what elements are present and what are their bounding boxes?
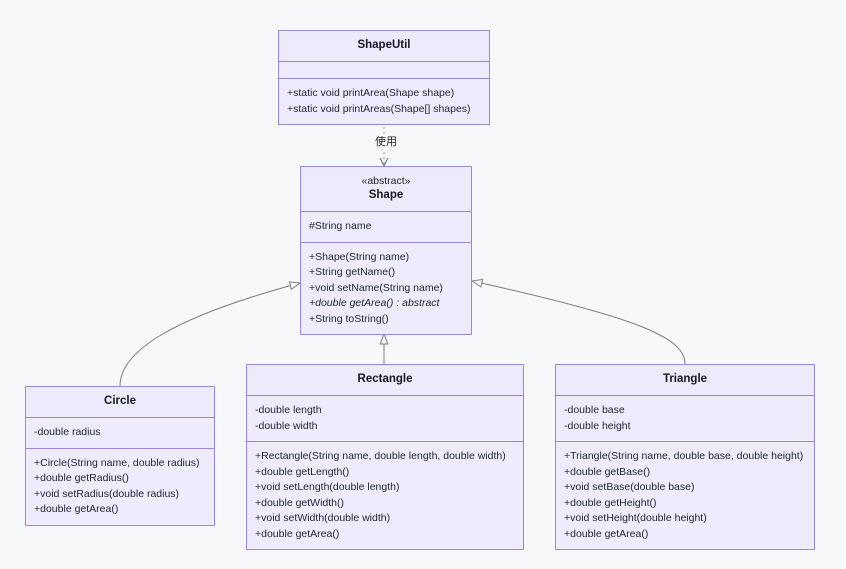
edge-label-dependency: 使用: [372, 135, 400, 149]
class-box-rectangle[interactable]: Rectangle -double length -double width +…: [246, 364, 524, 550]
class-stereotype-shape: «abstract»: [361, 175, 411, 187]
attributes-compartment-shape: #String name: [301, 212, 471, 243]
attribute-row: -double base: [564, 404, 625, 416]
operation-row: +double getLength(): [255, 465, 350, 478]
class-box-shapeutil[interactable]: ShapeUtil +static void printArea(Shape s…: [278, 30, 490, 125]
class-name-shapeutil: ShapeUtil: [357, 39, 411, 51]
operation-row: +String getName(): [309, 266, 396, 278]
edge-triangle-extends-shape: [470, 278, 686, 365]
attribute-row: -double height: [564, 419, 631, 432]
operation-row: +void setBase(double base): [564, 481, 695, 493]
operation-row: +void setLength(double length): [255, 481, 400, 493]
operation-row: +double getHeight(): [564, 496, 657, 509]
operation-row: +Rectangle(String name, double length, d…: [255, 450, 506, 462]
class-box-circle[interactable]: Circle -double radius +Circle(String nam…: [25, 386, 215, 526]
operation-row: +double getArea(): [34, 503, 119, 515]
class-header-shape: «abstract» Shape: [301, 167, 471, 212]
class-header-triangle: Triangle: [556, 365, 814, 396]
class-header-circle: Circle: [26, 387, 214, 418]
operation-row: +double getBase(): [564, 465, 651, 478]
attributes-compartment-shapeutil: [279, 62, 489, 79]
operation-row: +void setName(String name): [309, 281, 443, 294]
operations-compartment-circle: +Circle(String name, double radius) +dou…: [26, 448, 214, 525]
attribute-row: #String name: [309, 220, 372, 232]
operation-row: +Shape(String name): [309, 250, 410, 263]
operation-row-abstract: +double getArea() : abstract: [309, 297, 440, 309]
class-box-triangle[interactable]: Triangle -double base -double height +Tr…: [555, 364, 815, 550]
operation-row: +double getRadius(): [34, 472, 129, 484]
operation-row: +double getArea(): [255, 527, 340, 540]
class-name-rectangle: Rectangle: [357, 373, 413, 385]
operation-row: +Triangle(String name, double base, doub…: [564, 450, 804, 462]
operation-row: +Circle(String name, double radius): [34, 456, 200, 469]
attribute-row: -double radius: [34, 426, 101, 438]
class-header-shapeutil: ShapeUtil: [279, 31, 489, 62]
attribute-row: -double width: [255, 419, 318, 432]
attributes-compartment-triangle: -double base -double height: [556, 396, 814, 442]
operations-compartment-rectangle: +Rectangle(String name, double length, d…: [247, 442, 523, 549]
class-name-shape: Shape: [368, 189, 404, 201]
operations-compartment-shape: +Shape(String name) +String getName() +v…: [301, 242, 471, 334]
operation-row: +void setRadius(double radius): [34, 487, 180, 500]
operation-row: +void setHeight(double height): [564, 512, 707, 524]
class-box-shape[interactable]: «abstract» Shape #String name +Shape(Str…: [300, 166, 472, 335]
attribute-row: -double length: [255, 404, 322, 416]
attributes-compartment-rectangle: -double length -double width: [247, 396, 523, 442]
operations-compartment-shapeutil: +static void printArea(Shape shape) +sta…: [279, 79, 489, 124]
class-name-circle: Circle: [104, 395, 136, 407]
class-header-rectangle: Rectangle: [247, 365, 523, 396]
operations-compartment-triangle: +Triangle(String name, double base, doub…: [556, 442, 814, 549]
operation-row: +static void printArea(Shape shape): [287, 87, 455, 99]
operation-row: +static void printAreas(Shape[] shapes): [287, 102, 471, 115]
operation-row: +double getArea(): [564, 527, 649, 540]
operation-row: +void setWidth(double width): [255, 512, 391, 524]
operation-row: +double getWidth(): [255, 496, 345, 509]
attributes-compartment-circle: -double radius: [26, 418, 214, 449]
operation-row: +String toString(): [309, 312, 389, 325]
class-name-triangle: Triangle: [662, 373, 708, 385]
